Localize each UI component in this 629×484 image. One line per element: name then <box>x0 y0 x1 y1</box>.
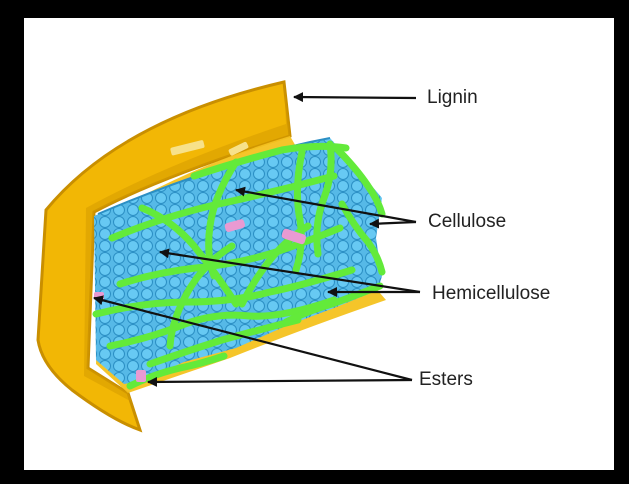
lignin-leader-line <box>294 97 416 98</box>
ester-patch <box>136 370 146 382</box>
cellulose-label: Cellulose <box>428 212 506 231</box>
lignin-label: Lignin <box>427 88 478 107</box>
hemicellulose-label: Hemicellulose <box>432 284 550 303</box>
hemicellulose-strand <box>296 152 302 270</box>
esters-leader-line-2 <box>148 380 412 382</box>
esters-label: Esters <box>419 370 473 389</box>
